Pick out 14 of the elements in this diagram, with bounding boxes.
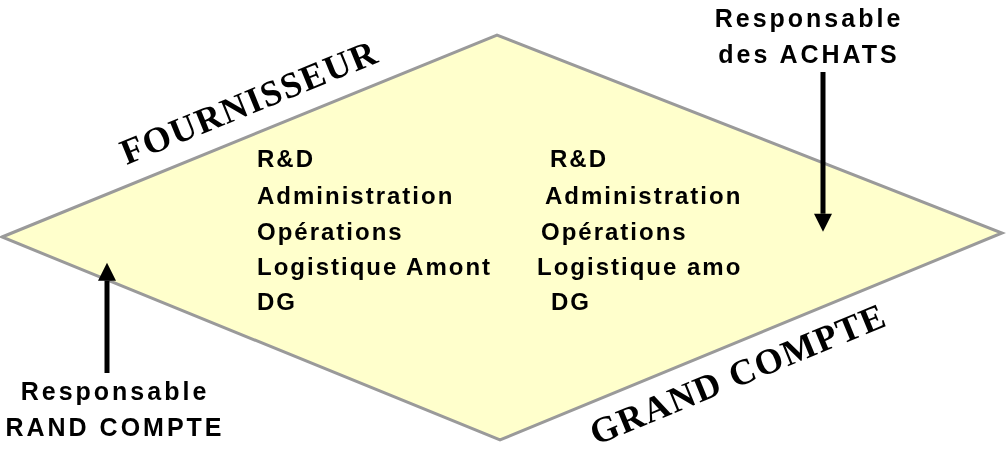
list-item: Administration [545, 182, 743, 210]
arrow [98, 262, 116, 373]
list-item: R&D [550, 145, 608, 173]
list-item: Opérations [541, 218, 688, 246]
list-item: Logistique Amont [257, 253, 493, 281]
list-item: Logistique amo [537, 253, 743, 281]
list-item: Opérations [257, 218, 404, 246]
role-label: Responsable RAND COMPTE [0, 373, 230, 445]
diamond-shape [0, 33, 1004, 442]
list-item: DG [257, 288, 297, 316]
list-item: DG [551, 288, 591, 316]
list-item: Administration [257, 182, 455, 210]
arrow [814, 72, 832, 232]
role-label: Responsable des ACHATS [699, 0, 919, 72]
